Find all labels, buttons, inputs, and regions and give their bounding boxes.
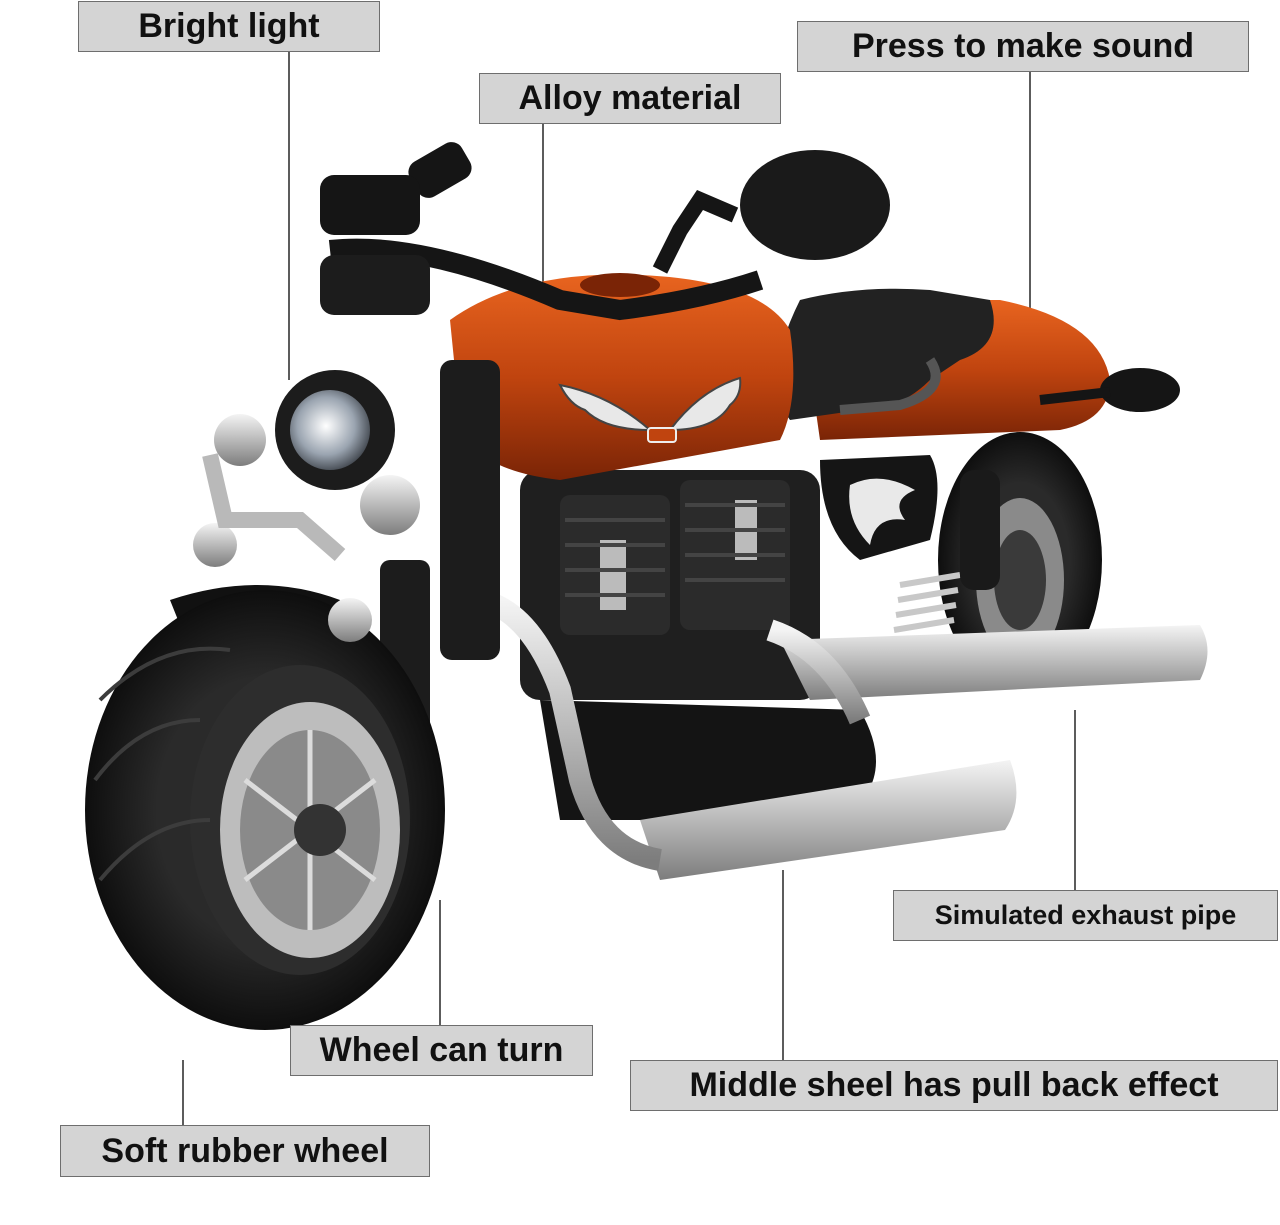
wings-emblem bbox=[558, 376, 742, 443]
turn-signals bbox=[193, 414, 420, 642]
callout-simulated-exhaust-pipe: Simulated exhaust pipe bbox=[893, 890, 1278, 941]
leader-lines bbox=[182, 52, 1076, 1125]
handlebar bbox=[320, 142, 1180, 412]
callout-alloy-material: Alloy material bbox=[479, 73, 781, 124]
seat bbox=[777, 288, 994, 420]
callout-bright-light: Bright light bbox=[78, 1, 380, 52]
callout-wheel-can-turn: Wheel can turn bbox=[290, 1025, 593, 1076]
callout-soft-rubber-wheel: Soft rubber wheel bbox=[60, 1125, 430, 1177]
headlight bbox=[275, 255, 430, 490]
callout-pull-back-effect: Middle sheel has pull back effect bbox=[630, 1060, 1278, 1111]
exhaust-pipes bbox=[477, 589, 1208, 880]
fuel-tank bbox=[450, 274, 794, 480]
callout-press-to-make-sound: Press to make sound bbox=[797, 21, 1249, 72]
front-wheel bbox=[85, 590, 445, 1030]
rear-shock bbox=[893, 572, 961, 633]
